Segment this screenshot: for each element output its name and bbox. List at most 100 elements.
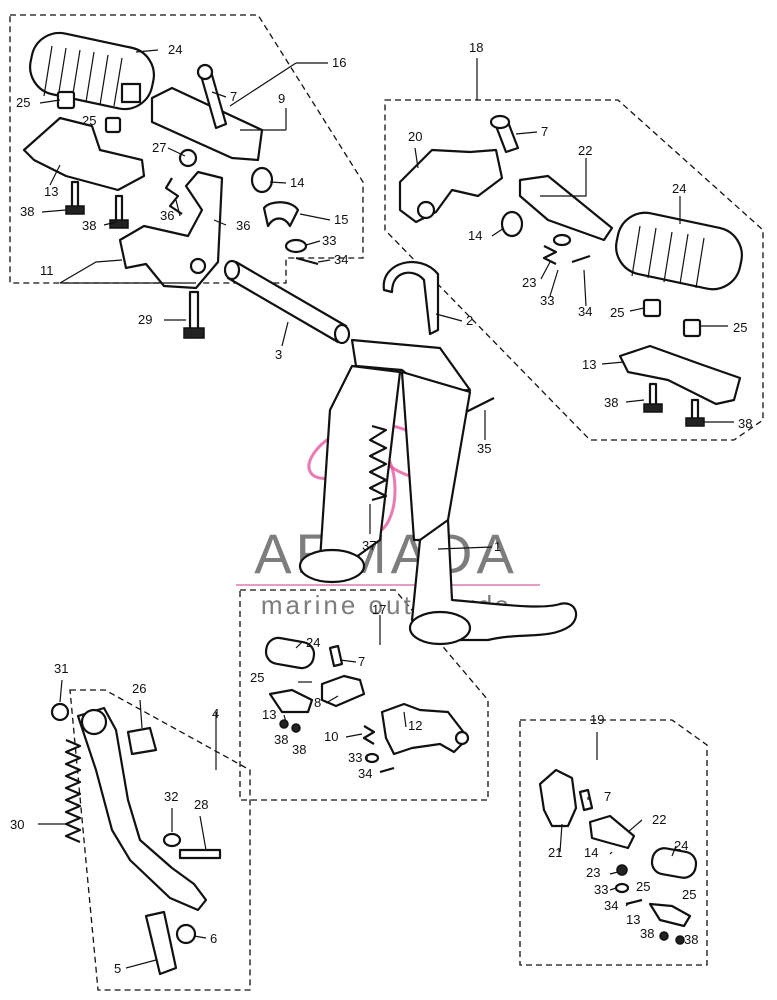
- callout-36: 36: [236, 218, 250, 233]
- watermark-brand: ARMADA: [254, 522, 518, 585]
- callout-38: 38: [738, 416, 752, 431]
- callout-25: 25: [16, 95, 30, 110]
- clip: [262, 201, 300, 228]
- callout-13: 13: [626, 912, 640, 927]
- callout-33: 33: [348, 750, 362, 765]
- group-16-outline: [9, 14, 364, 284]
- bolt: [690, 398, 700, 422]
- callout-25: 25: [610, 305, 624, 320]
- callout-38: 38: [604, 395, 618, 410]
- callout-38: 38: [274, 732, 288, 747]
- callout-25: 25: [733, 320, 747, 335]
- callout-25: 25: [636, 879, 650, 894]
- washer: [284, 238, 308, 254]
- callout-11: 11: [40, 263, 54, 278]
- washer: [552, 233, 572, 247]
- callout-29: 29: [138, 312, 152, 327]
- callout-25: 25: [250, 670, 264, 685]
- callout-9: 9: [278, 91, 285, 106]
- nut: [50, 702, 70, 722]
- callout-13: 13: [582, 357, 596, 372]
- group-4-outline: [69, 689, 251, 991]
- callout-18: 18: [469, 40, 483, 55]
- callout-17: 17: [372, 602, 386, 617]
- collar: [500, 210, 524, 238]
- callout-22: 22: [652, 812, 666, 827]
- callout-7: 7: [541, 124, 548, 139]
- callout-3: 3: [275, 347, 282, 362]
- bolt-29: [183, 290, 205, 339]
- stand-spring-hook: [382, 260, 440, 336]
- group-17-outline: [239, 589, 489, 801]
- callout-30: 30: [10, 817, 24, 832]
- callout-33: 33: [594, 882, 608, 897]
- callout-19: 19: [590, 712, 604, 727]
- footpeg-rubber-left: [29, 31, 155, 111]
- damper-rubber: [682, 318, 702, 338]
- footpeg-rubber: [650, 847, 698, 879]
- pin: [328, 644, 344, 668]
- callout-6: 6: [210, 931, 217, 946]
- footpeg-rubber: [264, 636, 316, 670]
- group-17-parts: [264, 636, 470, 774]
- damper-rubber: [104, 116, 122, 134]
- callout-24: 24: [672, 181, 686, 196]
- callout-4: 4: [212, 706, 219, 721]
- group-16-parts: [22, 31, 319, 290]
- callout-21: 21: [548, 845, 562, 860]
- callout-7: 7: [230, 89, 237, 104]
- callout-33: 33: [540, 293, 554, 308]
- callout-34: 34: [578, 304, 592, 319]
- callout-38: 38: [20, 204, 34, 219]
- callout-7: 7: [358, 654, 365, 669]
- damper-rubber: [642, 298, 662, 318]
- callout-5: 5: [114, 961, 121, 976]
- group-18-parts: [398, 114, 743, 427]
- damper-rubber: [56, 90, 76, 110]
- callout-23: 23: [586, 865, 600, 880]
- collar: [175, 923, 197, 945]
- spring: [542, 245, 558, 265]
- cotter-pin: [295, 256, 319, 266]
- cotter-pin: [465, 397, 495, 413]
- footpeg-holder-right: [398, 148, 504, 224]
- callout-36: 36: [160, 208, 174, 223]
- cotter-pin: [625, 898, 643, 906]
- callout-12: 12: [408, 718, 422, 733]
- footpeg-bracket-plate: [22, 116, 146, 192]
- callout-26: 26: [132, 681, 146, 696]
- footpeg-bracket-plate: [618, 344, 742, 406]
- callout-32: 32: [164, 789, 178, 804]
- nut: [616, 864, 628, 876]
- callout-33: 33: [322, 233, 336, 248]
- spring: [362, 725, 376, 745]
- callout-34: 34: [334, 252, 348, 267]
- brake-pedal: [76, 706, 208, 912]
- return-spring: [64, 738, 82, 844]
- bolt: [178, 848, 222, 860]
- pin: [578, 788, 594, 812]
- washer: [162, 832, 182, 848]
- stand-spring: [368, 424, 388, 502]
- footpeg-holder: [380, 702, 470, 756]
- callout-14: 14: [290, 175, 304, 190]
- callout-23: 23: [522, 275, 536, 290]
- footpeg-arm: [518, 174, 614, 242]
- callout-31: 31: [54, 661, 68, 676]
- callout-38: 38: [82, 218, 96, 233]
- nut: [178, 148, 198, 168]
- callout-7: 7: [604, 789, 611, 804]
- callout-24: 24: [168, 42, 182, 57]
- callout-14: 14: [468, 228, 482, 243]
- callout-24: 24: [306, 635, 320, 650]
- callout-28: 28: [194, 797, 208, 812]
- spring: [164, 177, 183, 215]
- leader-lines: [38, 49, 734, 969]
- callout-27: 27: [152, 140, 166, 155]
- footpeg-arm: [588, 814, 636, 850]
- callout-34: 34: [358, 766, 372, 781]
- callout-14: 14: [584, 845, 598, 860]
- washer: [614, 882, 630, 894]
- callout-13: 13: [44, 184, 58, 199]
